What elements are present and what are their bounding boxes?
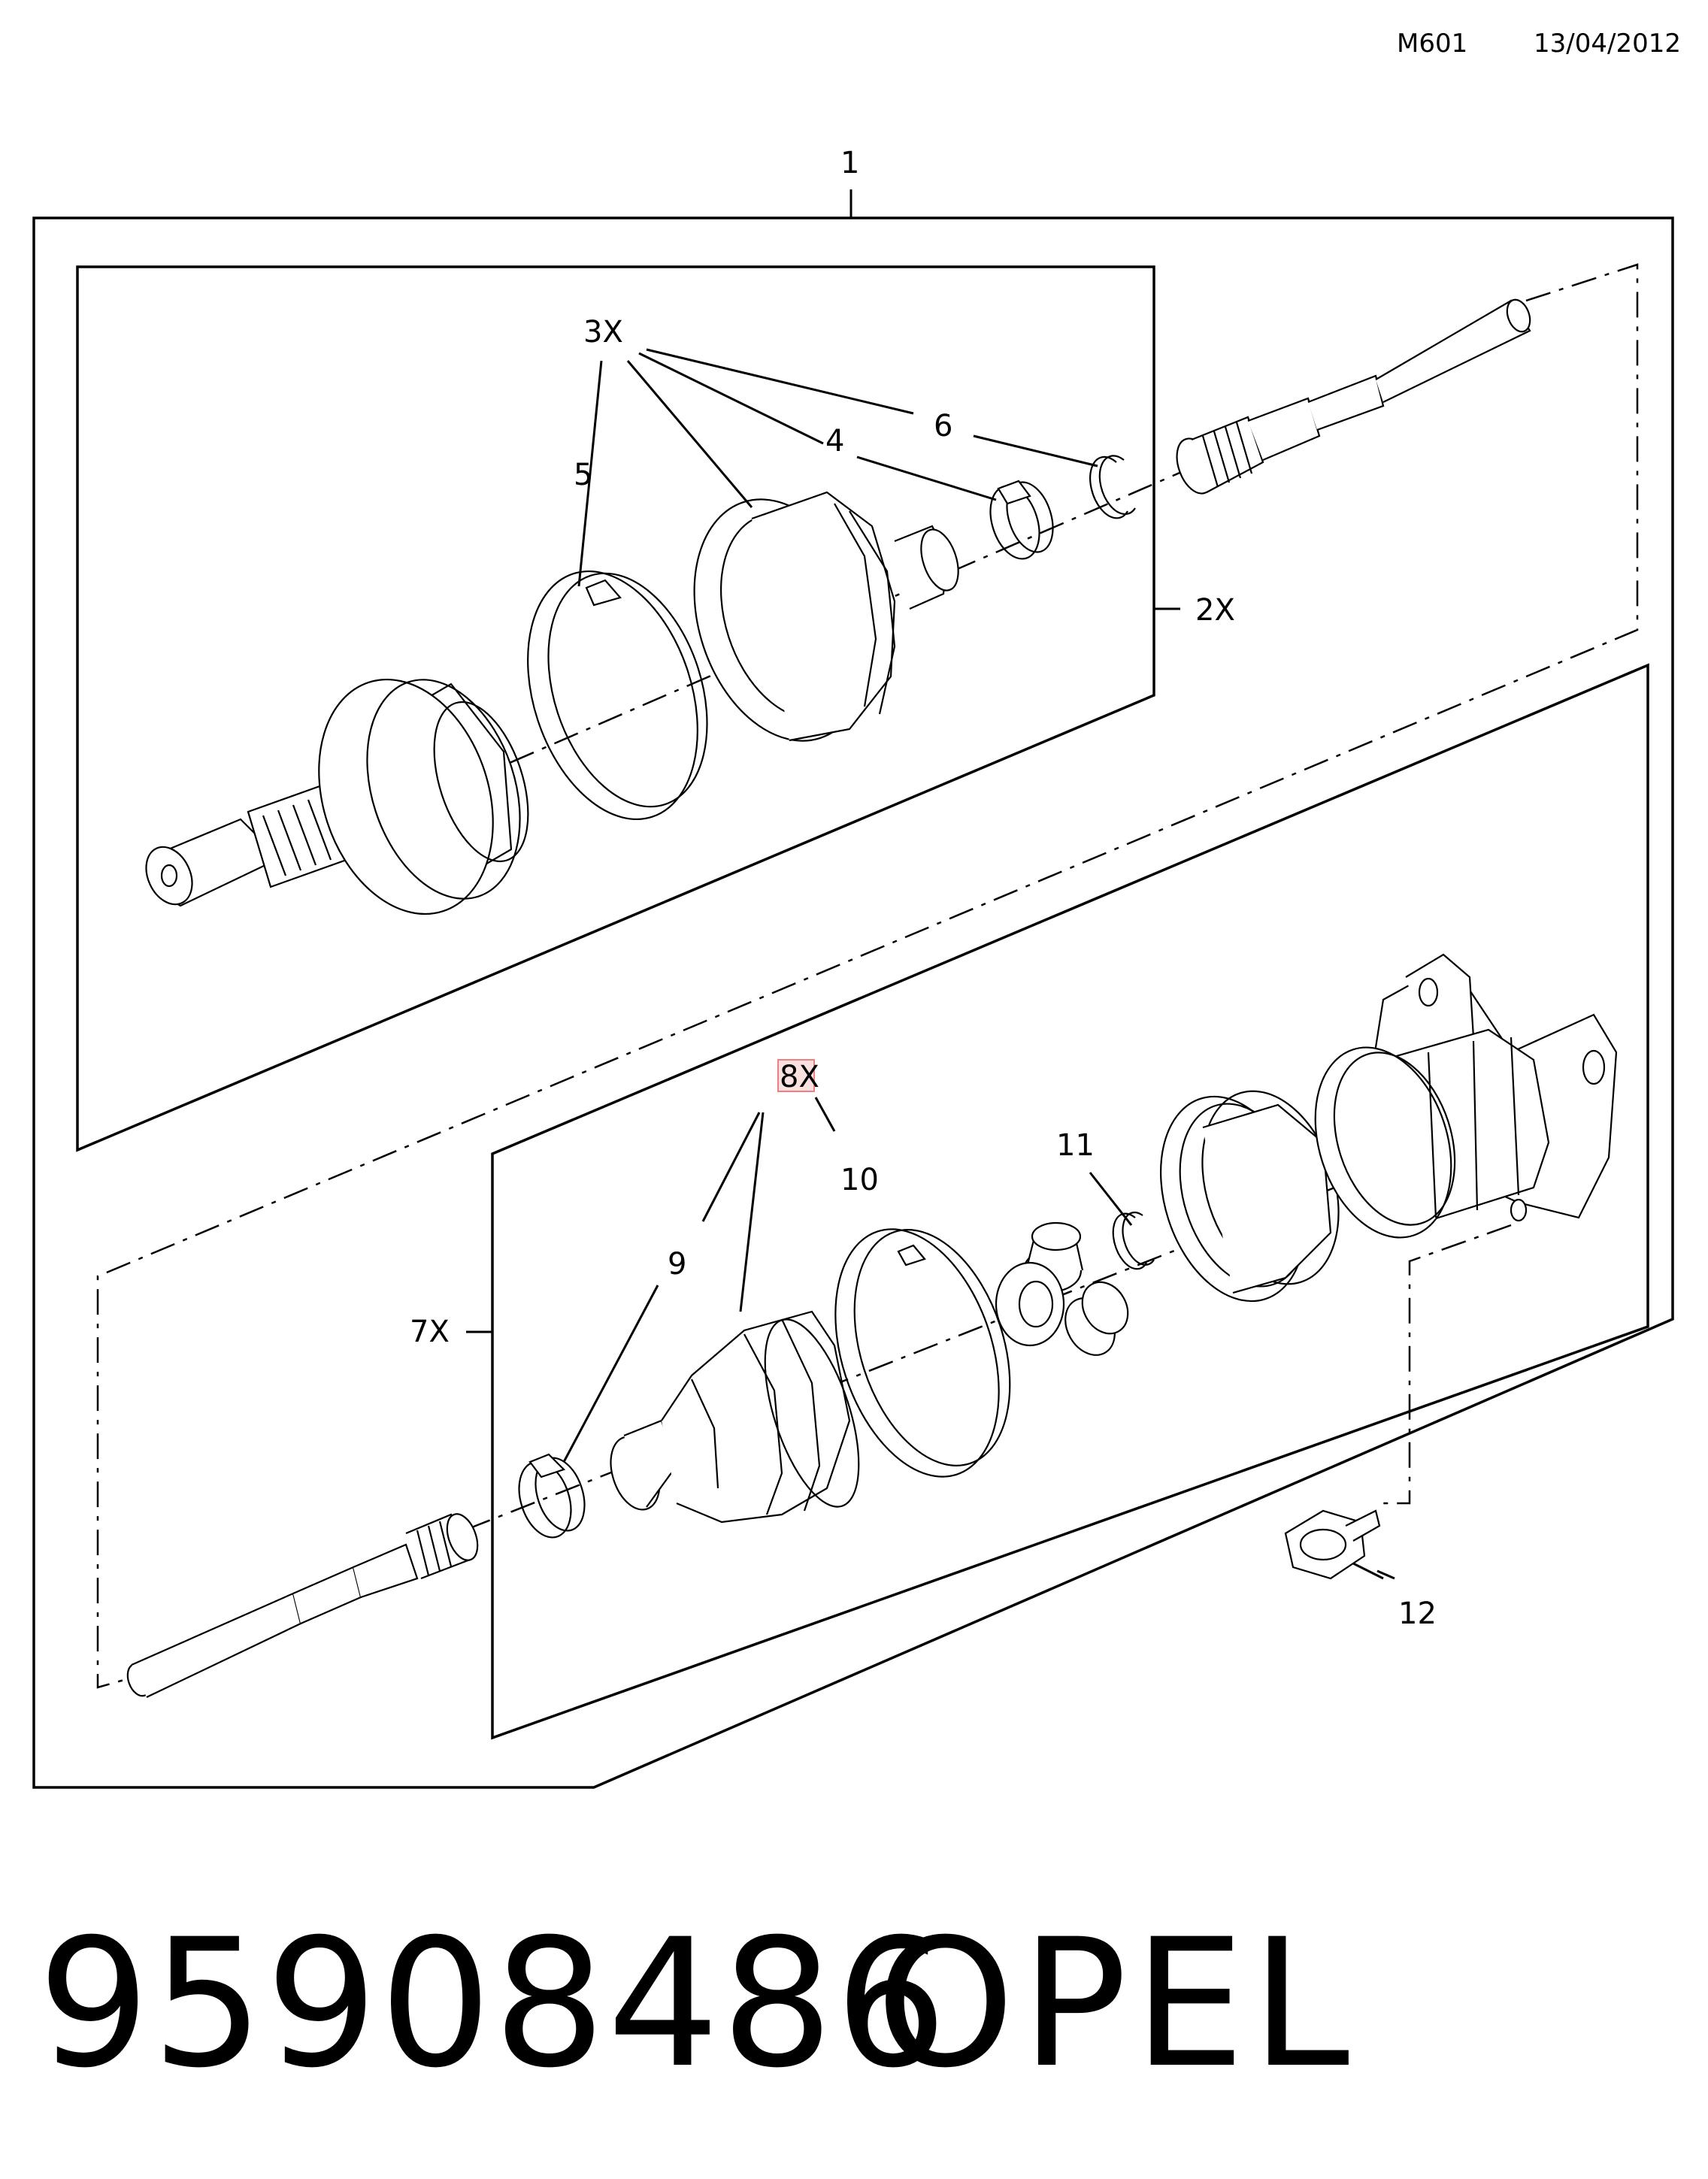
small-boot-clamp <box>989 480 1054 560</box>
tripod-spider <box>995 1221 1129 1356</box>
callout-5: 5 <box>574 458 592 492</box>
outer-assembly-frame <box>32 216 1674 1789</box>
callout-2x: 2X <box>1195 593 1235 628</box>
tripod-housing-flange <box>1314 953 1618 1239</box>
callout-7x: 7X <box>410 1315 450 1349</box>
assembly-centerline <box>96 263 1639 1689</box>
housing-seal <box>1159 1090 1340 1303</box>
large-boot-clamp <box>527 570 708 821</box>
callout-1: 1 <box>840 146 859 180</box>
callout-11: 11 <box>1056 1128 1095 1163</box>
inner-cv-boot <box>610 1310 860 1524</box>
upper-kit-frame <box>76 265 1155 1152</box>
bolt-centerline <box>1376 1224 1512 1505</box>
header-date: 13/04/2012 <box>1534 29 1681 59</box>
part-number: 95908486 <box>38 1902 949 2107</box>
outer-cv-joint <box>145 678 529 915</box>
upper-axle-shaft <box>1176 298 1531 495</box>
callout-8x-highlight <box>777 1059 815 1092</box>
flange-bolt <box>1284 1509 1381 1580</box>
callout-10: 10 <box>840 1163 879 1197</box>
callout-8x: 8X <box>780 1060 819 1094</box>
brand-name: OPEL <box>876 1902 1356 2107</box>
callout-leaders <box>562 348 1395 1580</box>
callout-4: 4 <box>825 424 844 458</box>
inner-large-boot-clamp <box>834 1228 1011 1478</box>
header-code: M601 <box>1397 29 1468 59</box>
callout-12: 12 <box>1398 1596 1437 1631</box>
callout-6: 6 <box>934 409 952 443</box>
callout-3x: 3X <box>583 315 623 350</box>
upper-snap-ring <box>1089 455 1136 519</box>
lower-kit-frame <box>491 663 1649 1740</box>
lower-axle-shaft <box>126 1513 479 1698</box>
callout-9: 9 <box>668 1247 686 1282</box>
inner-small-boot-clamp <box>518 1453 586 1539</box>
outer-cv-boot <box>693 491 959 742</box>
